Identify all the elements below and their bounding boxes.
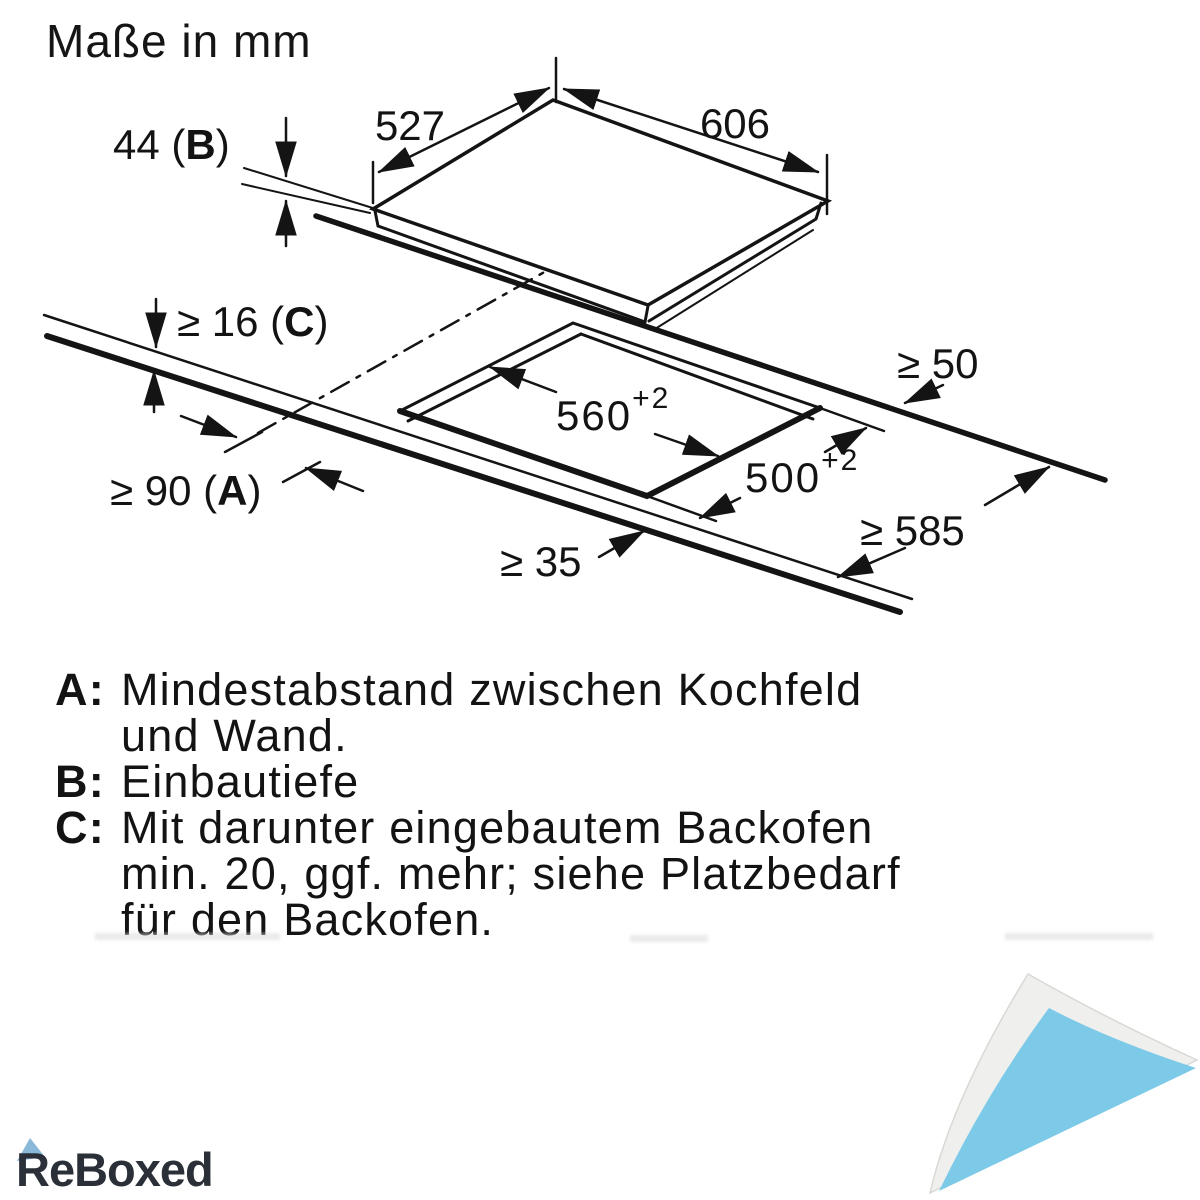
cutout-rear-edges xyxy=(398,321,822,413)
cutout-depth-ext-rear xyxy=(818,406,886,433)
arrow-560-right xyxy=(653,432,720,458)
arrow-35 xyxy=(597,529,646,559)
watermark-smudge-center xyxy=(630,935,708,942)
watermark-smudge-left xyxy=(95,933,280,940)
watermark-smudge-right xyxy=(1005,933,1153,940)
rear-edge-line xyxy=(313,213,1108,483)
page-title: Maße in mm xyxy=(46,15,312,67)
extension-line-lower xyxy=(241,183,371,214)
arrow-585-rear xyxy=(983,465,1051,507)
worktop-rear-edge xyxy=(313,213,1108,483)
legend-line-b: B:Einbautiefe xyxy=(55,756,360,807)
arrow-585-front xyxy=(836,546,907,579)
cooktop-skirt-left xyxy=(373,209,650,325)
legend-line-c2: min. 20, ggf. mehr; siehe Platzbedarf xyxy=(121,848,901,899)
arrow-90-right xyxy=(179,414,238,439)
label-wall-distance: ≥ 90 (A) xyxy=(110,467,261,514)
cooktop-skirt-right xyxy=(647,201,823,323)
arrow-500-rear xyxy=(823,426,868,455)
arrow-50 xyxy=(903,378,945,405)
dashed-line xyxy=(256,268,550,435)
arrow-606 xyxy=(562,87,820,174)
label-cutout-width: 560+2 xyxy=(556,382,670,439)
label-front-clearance: ≥ 35 xyxy=(500,538,581,585)
cutout-depth-ext-front xyxy=(645,494,718,523)
label-cutout-depth: 500+2 xyxy=(745,444,859,501)
cutout-inner-right-edge xyxy=(579,332,815,421)
legend-line-a: A:Mindestabstand zwischen Kochfeld xyxy=(55,664,863,715)
cooktop-extension-lines xyxy=(241,167,377,214)
label-total-depth: ≥ 585 xyxy=(860,507,965,554)
legend-key-b: B: xyxy=(55,756,105,807)
label-worktop-thickness: ≥ 16 (C) xyxy=(177,298,328,345)
dimension-arrows xyxy=(143,86,1051,579)
legend: A:Mindestabstand zwischen Kochfeld und W… xyxy=(55,667,901,943)
arrow-527 xyxy=(377,86,551,174)
legend-line-c: C:Mit darunter eingebautem Backofen xyxy=(55,802,874,853)
legend-key-c: C: xyxy=(55,802,105,853)
front-edge-bottom-line xyxy=(44,333,903,615)
projection-dashed-line xyxy=(256,268,550,435)
cooktop-skirt-bottom-line xyxy=(654,229,814,330)
label-top-depth: 606 xyxy=(700,100,770,147)
legend-line-a2: und Wand. xyxy=(121,710,348,761)
arrow-500-front xyxy=(698,492,742,520)
extension-line-upper xyxy=(243,167,377,210)
wall-dist-ext-1 xyxy=(223,430,264,454)
label-top-width: 527 xyxy=(375,102,445,149)
page-curl xyxy=(928,972,1199,1195)
dimension-labels: 527 606 44 (B) ≥ 16 (C) ≥ 90 (A) 560+2 5… xyxy=(110,100,978,585)
front-edge-top-line xyxy=(42,313,914,601)
wall-dist-ext-2 xyxy=(281,460,322,484)
label-rear-clearance: ≥ 50 xyxy=(897,340,978,387)
arrow-90-left xyxy=(304,466,365,493)
legend-key-a: A: xyxy=(55,664,105,715)
arrow-560-left xyxy=(488,365,558,394)
dimension-ticks xyxy=(371,56,829,216)
worktop-front-edge xyxy=(42,313,914,615)
label-build-depth: 44 (B) xyxy=(113,121,230,168)
reboxed-logo: ReBoxed xyxy=(16,1143,214,1196)
logo-fold-icon xyxy=(17,1138,45,1161)
page-curl-blue xyxy=(939,1008,1196,1191)
